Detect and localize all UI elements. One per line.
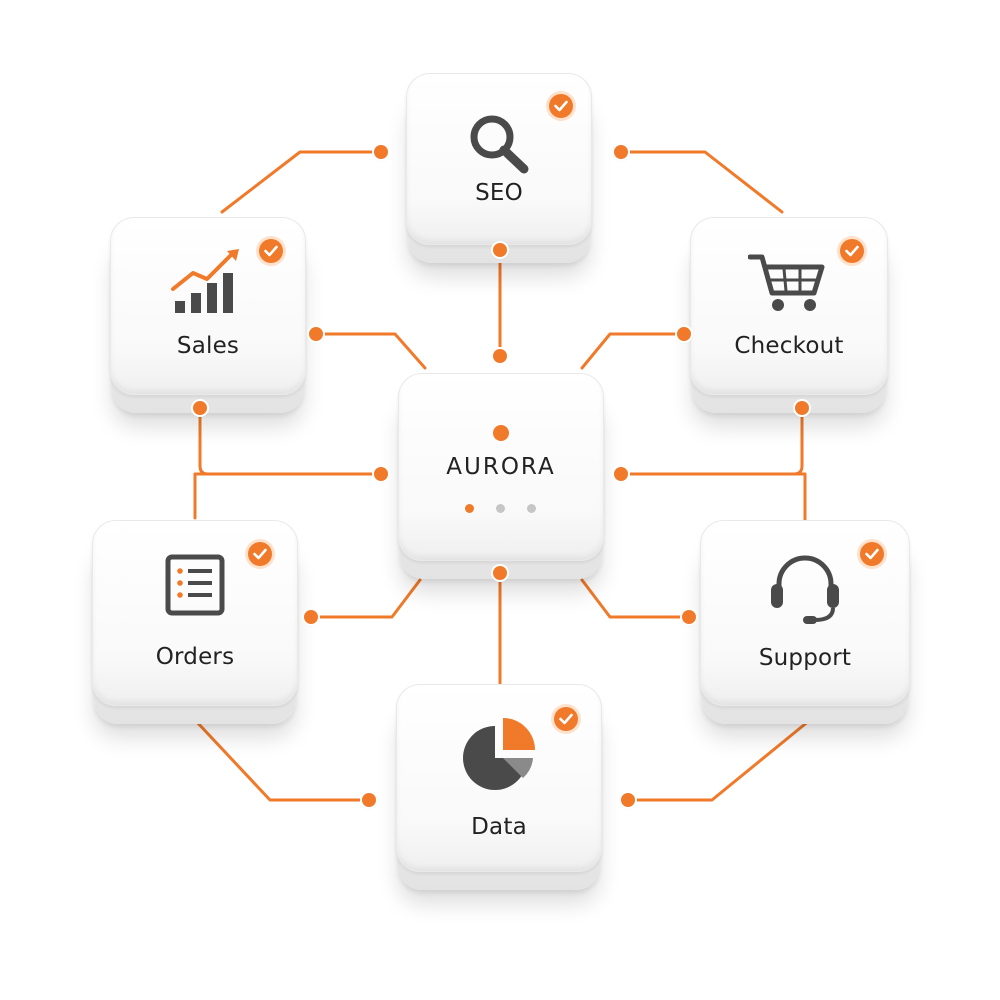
- connector-checkout-to-hub: [580, 332, 686, 370]
- connector-port: [362, 793, 376, 807]
- connector-support-to-data: [626, 718, 812, 802]
- hub-title: AURORA: [446, 454, 556, 480]
- sales-module-card[interactable]: Sales: [110, 217, 306, 413]
- connector-port: [614, 467, 628, 481]
- shopping-cart-icon: [748, 254, 825, 311]
- connector-port: [614, 145, 628, 159]
- pager-dot[interactable]: [496, 504, 505, 513]
- search-icon: [470, 115, 529, 174]
- support-label: Support: [758, 645, 852, 671]
- checkout-module-card[interactable]: Checkout: [690, 217, 888, 413]
- orders-label: Orders: [155, 644, 235, 670]
- connector-support-to-hub: [580, 578, 691, 619]
- order-list-icon: [165, 554, 225, 616]
- connector-sales-to-hub: [314, 332, 427, 370]
- connector-port: [304, 610, 318, 624]
- connector-port: [309, 327, 323, 341]
- connector-port: [374, 145, 388, 159]
- seo-module-card[interactable]: SEO: [406, 73, 592, 263]
- seo-label: SEO: [475, 180, 523, 206]
- connector-port: [493, 566, 507, 580]
- connector-port: [493, 243, 507, 257]
- connector-port: [374, 467, 388, 481]
- check-icon: [248, 542, 272, 566]
- check-icon: [259, 239, 283, 263]
- connector-port: [682, 610, 696, 624]
- hub-status-dot: [493, 425, 509, 441]
- checkout-label: Checkout: [734, 333, 844, 359]
- connector-seo-to-sales: [220, 150, 383, 214]
- connector-port: [795, 401, 809, 415]
- sales-label: Sales: [176, 333, 240, 359]
- connector-sales-to-bus: [198, 406, 210, 476]
- headset-icon: [771, 555, 839, 624]
- data-module-card[interactable]: Data: [396, 684, 602, 890]
- data-label: Data: [471, 814, 527, 840]
- orders-module-card[interactable]: Orders: [92, 520, 298, 724]
- pager-dot[interactable]: [527, 504, 536, 513]
- connector-port: [493, 349, 507, 363]
- pie-chart-icon: [463, 718, 535, 790]
- connector-orders-to-hub: [309, 578, 422, 619]
- connector-orders-to-data: [193, 718, 371, 802]
- check-icon: [549, 94, 573, 118]
- support-module-card[interactable]: Support: [700, 520, 910, 724]
- connector-checkout-to-bus: [792, 406, 804, 476]
- connector-seo-to-checkout: [619, 150, 784, 214]
- connector-port: [677, 327, 691, 341]
- pager-dot-active[interactable]: [465, 504, 474, 513]
- check-icon: [840, 239, 864, 263]
- aurora-hub-card[interactable]: AURORA: [398, 373, 604, 579]
- check-icon: [554, 707, 578, 731]
- trending-bar-chart-icon: [171, 249, 239, 313]
- connector-port: [621, 793, 635, 807]
- check-icon: [860, 542, 884, 566]
- connector-port: [193, 401, 207, 415]
